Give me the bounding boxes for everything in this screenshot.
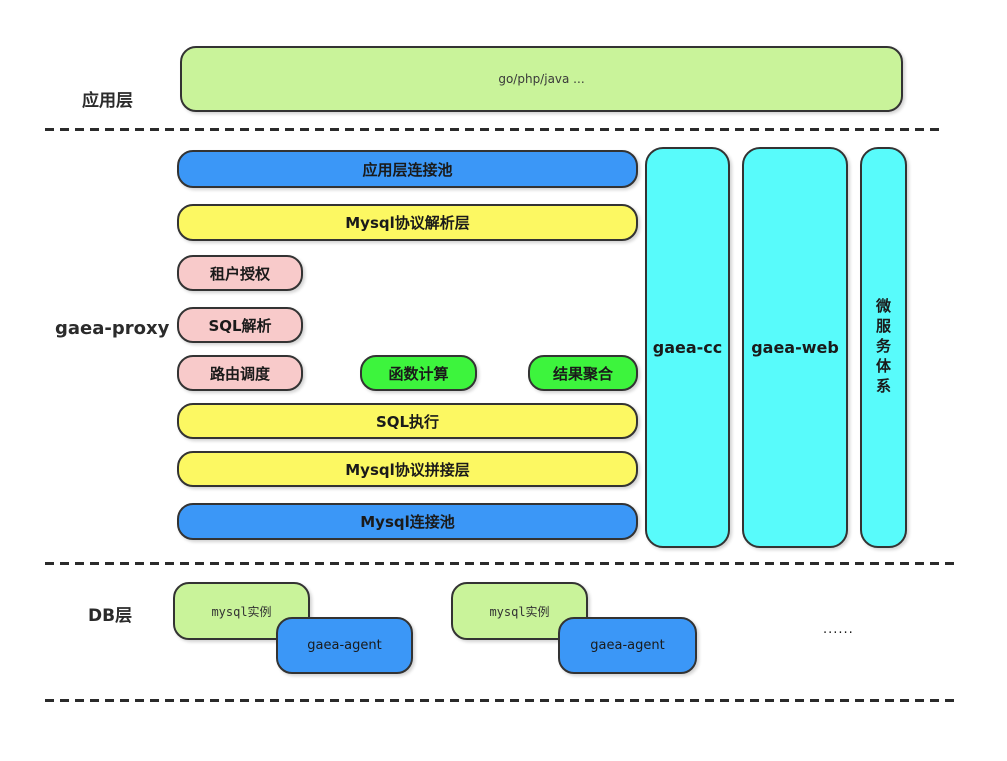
sql-parse-label: SQL解析: [208, 316, 272, 335]
route-dispatch-label: 路由调度: [209, 364, 270, 383]
function-compute-box: 函数计算: [360, 355, 477, 391]
app-connection-pool-label: 应用层连接池: [362, 160, 453, 179]
function-compute-label: 函数计算: [388, 364, 449, 383]
mysql-connection-pool-box: Mysql连接池: [177, 503, 638, 540]
mysql-protocol-parse-box: Mysql协议解析层: [177, 204, 638, 241]
sql-exec-box: SQL执行: [177, 403, 638, 439]
sql-parse-box: SQL解析: [177, 307, 303, 343]
gaea-agent-label: gaea-agent: [590, 638, 665, 653]
microservice-column: 微服务体系: [860, 147, 907, 548]
db-layer-label: DB层: [88, 606, 133, 626]
proxy-layer-label: gaea-proxy: [55, 318, 170, 339]
sql-exec-label: SQL执行: [375, 412, 440, 431]
separator-bottom: [45, 699, 955, 702]
microservice-label: 微服务体系: [874, 297, 892, 398]
app-layer-box: go/php/java ...: [180, 46, 903, 112]
mysql-instance-label: mysql实例: [489, 604, 550, 619]
result-merge-box: 结果聚合: [528, 355, 638, 391]
result-merge-label: 结果聚合: [552, 364, 613, 383]
gaea-web-label: gaea-web: [751, 338, 839, 357]
mysql-instance-box: mysql实例: [173, 582, 310, 640]
mysql-connection-pool-label: Mysql连接池: [360, 513, 455, 531]
app-connection-pool-box: 应用层连接池: [177, 150, 638, 188]
app-layer-label: 应用层: [82, 91, 133, 111]
gaea-agent-box: gaea-agent: [276, 617, 413, 674]
gaea-web-column: gaea-web: [742, 147, 848, 548]
gaea-cc-column: gaea-cc: [645, 147, 730, 548]
mysql-instance-label: mysql实例: [211, 604, 272, 619]
separator-app-proxy: [45, 128, 940, 131]
db-ellipsis: ......: [823, 622, 854, 637]
app-layer-box-label: go/php/java ...: [498, 72, 585, 86]
tenant-auth-label: 租户授权: [209, 264, 270, 283]
mysql-protocol-parse-label: Mysql协议解析层: [345, 214, 470, 232]
gaea-agent-box: gaea-agent: [558, 617, 697, 674]
route-dispatch-box: 路由调度: [177, 355, 303, 391]
mysql-protocol-join-label: Mysql协议拼接层: [345, 460, 470, 479]
mysql-protocol-join-box: Mysql协议拼接层: [177, 451, 638, 487]
tenant-auth-box: 租户授权: [177, 255, 303, 291]
gaea-cc-label: gaea-cc: [652, 338, 723, 357]
gaea-agent-label: gaea-agent: [307, 638, 382, 653]
separator-proxy-db: [45, 562, 955, 565]
